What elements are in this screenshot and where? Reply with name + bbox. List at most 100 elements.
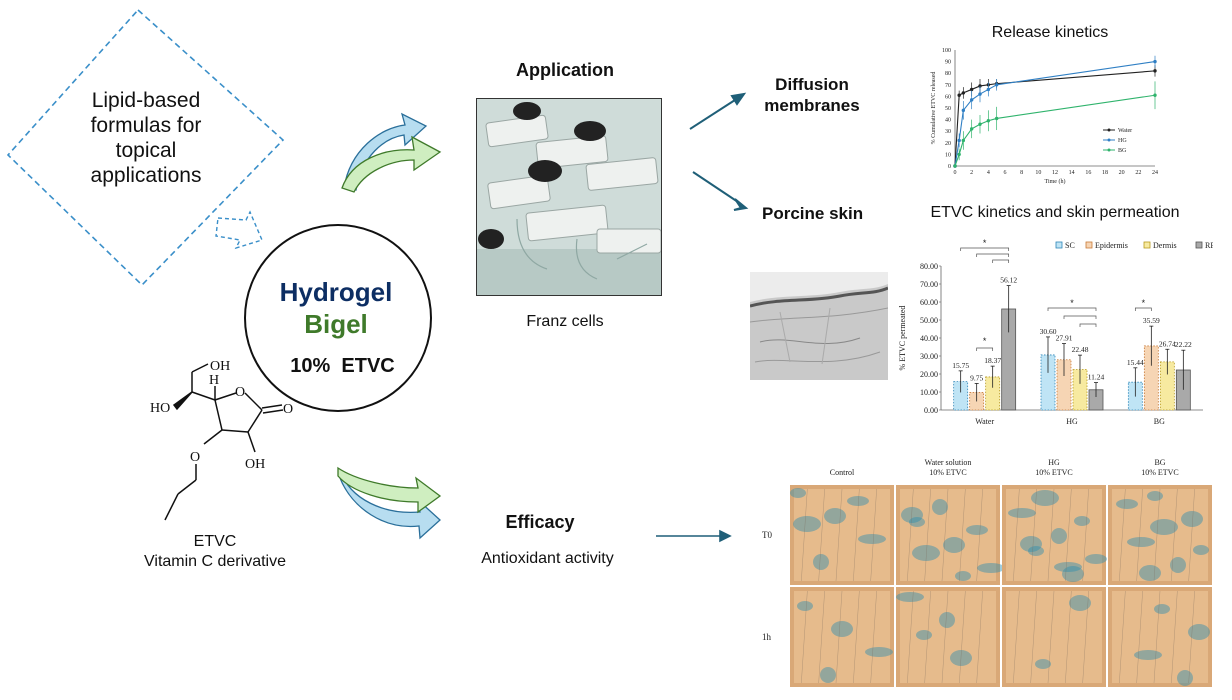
release-x-tick: 2: [970, 170, 973, 176]
antiox-stain: [1181, 511, 1203, 527]
perm-y-tick: 40.00: [920, 334, 938, 343]
release-legend-label: BG: [1118, 148, 1127, 154]
formulation-circle: [244, 224, 432, 412]
antiox-stain: [820, 667, 836, 683]
perm-y-tick: 50.00: [920, 316, 938, 325]
antiox-cell-pad: [1006, 591, 1102, 683]
etvc-molecule: [164, 363, 284, 521]
release-x-tick: 8: [1020, 170, 1023, 176]
release-x-tick: 16: [1085, 170, 1091, 176]
release-x-tick: 4: [987, 170, 990, 176]
perm-data-label: 9.75: [970, 373, 983, 382]
perm-sig-bracket: [1134, 307, 1152, 311]
release-x-tick: 6: [1004, 170, 1007, 176]
etvc-caption-desc: Vitamin C derivative: [144, 553, 286, 570]
antiox-column-header: BG: [1154, 458, 1165, 467]
release-point: [1153, 59, 1157, 64]
mol-oh-top: OH: [210, 359, 230, 374]
release-y-tick: 90: [945, 60, 951, 66]
release-x-tick: 10: [1035, 170, 1041, 176]
antiox-stain: [1154, 604, 1170, 614]
perm-sig-mark: *: [1070, 298, 1074, 308]
antiox-texture: [907, 488, 914, 582]
release-y-tick: 40: [945, 118, 951, 124]
antiox-stain: [847, 496, 869, 506]
antiox-texture: [959, 590, 966, 684]
release-point: [957, 152, 961, 157]
release-point: [957, 138, 961, 143]
release-point: [978, 122, 982, 126]
release-chart-title: Release kinetics: [991, 24, 1109, 41]
release-point: [957, 93, 961, 97]
mol-ho-left: HO: [150, 401, 170, 416]
antiox-stain: [943, 537, 965, 553]
perm-sig-bracket: [976, 253, 1010, 257]
etvc-caption-name: ETVC: [193, 533, 237, 550]
antiox-stain: [1031, 490, 1059, 506]
antiox-column-header: 10% ETVC: [929, 468, 967, 477]
perm-data-label: 22.48: [1072, 345, 1089, 354]
perm-data-label: 18.37: [984, 356, 1001, 365]
release-x-tick: 0: [954, 170, 957, 176]
antiox-texture: [801, 590, 808, 684]
release-point: [986, 87, 991, 92]
dashed-arrow-icon: [215, 210, 263, 250]
mol-o-ring: O: [235, 385, 245, 400]
antiox-cell-pad: [1112, 489, 1208, 581]
antiox-texture: [853, 488, 860, 582]
antiox-row-label: T0: [762, 530, 772, 540]
permeation-chart-title: ETVC kinetics and skin permeation: [930, 204, 1180, 221]
release-y-tick: 70: [945, 83, 951, 89]
antiox-texture: [835, 590, 843, 684]
antiox-texture: [1188, 590, 1195, 684]
perm-x-tick: BG: [1154, 417, 1165, 426]
antiox-texture: [976, 590, 983, 684]
antiox-texture: [1136, 590, 1143, 684]
perm-y-tick: 80.00: [920, 262, 938, 271]
franz-cells-caption: Franz cells: [526, 313, 604, 330]
antiox-texture: [907, 590, 914, 684]
perm-data-label: 30.60: [1040, 327, 1057, 336]
perm-data-label: 27.91: [1056, 334, 1073, 343]
antiox-stain: [1051, 528, 1067, 544]
antiox-stain: [932, 499, 948, 515]
release-legend-marker: [1107, 128, 1111, 132]
perm-y-tick: 70.00: [920, 280, 938, 289]
release-point: [986, 119, 991, 123]
antiox-texture: [870, 590, 877, 684]
antiox-stain: [1085, 554, 1107, 564]
perm-sig-bracket: [1063, 315, 1097, 319]
antiox-stain: [1069, 595, 1091, 611]
antiox-stain: [1170, 557, 1186, 573]
antiox-column-header: 10% ETVC: [1035, 468, 1073, 477]
arrow-to-antioxidant-icon: [656, 529, 732, 543]
antiox-texture: [853, 590, 860, 684]
antiox-stain: [865, 647, 893, 657]
perm-y-tick: 30.00: [920, 352, 938, 361]
release-y-tick: 20: [945, 141, 951, 147]
release-point: [978, 92, 982, 96]
antiox-texture: [1119, 488, 1126, 582]
antiox-texture: [1013, 590, 1020, 684]
antiox-texture: [1188, 488, 1195, 582]
perm-sig-bracket: [1079, 323, 1097, 327]
antiox-texture: [924, 488, 931, 582]
porcine-label: Porcine skin: [762, 204, 864, 223]
release-legend-label: HG: [1118, 138, 1127, 144]
antiox-stain: [1116, 499, 1138, 509]
release-point: [1153, 69, 1157, 73]
antiox-stain: [1188, 624, 1210, 640]
perm-data-label: 15.75: [952, 361, 969, 370]
antiox-texture: [1119, 590, 1126, 684]
antiox-texture: [818, 590, 825, 684]
antiox-texture: [1082, 590, 1089, 684]
perm-sig-mark: *: [983, 238, 987, 248]
mol-o-ether: O: [190, 450, 200, 465]
release-x-tick: 24: [1152, 170, 1158, 176]
release-point: [969, 127, 974, 131]
antiox-stain: [1062, 566, 1084, 582]
perm-legend-label: Dermis: [1153, 241, 1177, 250]
antiox-texture: [835, 488, 843, 582]
antiox-stain: [896, 592, 924, 602]
